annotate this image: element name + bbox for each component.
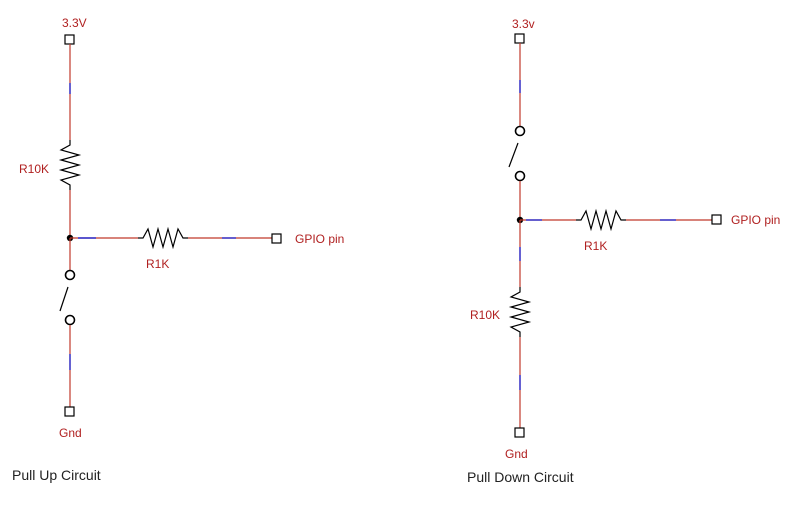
pull-up-switch-contact-bottom [64,314,76,326]
pull-up-supply-label: 3.3V [62,16,87,30]
pull-up-resistor-1k-label: R1K [146,257,169,271]
pull-down-supply-terminal [514,33,525,44]
pull-up-ground-terminal [64,406,75,417]
pull-down-ground-terminal [514,427,525,438]
pull-down-resistor-10k [508,287,532,337]
pull-down-switch-blade [508,142,519,168]
pull-up-resistor-10k-label: R10K [19,162,49,176]
pull-up-caption: Pull Up Circuit [12,467,101,483]
pull-down-resistor-1k-label: R1K [584,239,607,253]
pull-up-supply-terminal [64,34,75,45]
pull-down-resistor-10k-label: R10K [470,308,500,322]
pull-up-switch-blade [59,286,69,312]
pull-up-ground-label: Gnd [59,426,82,440]
pull-down-switch-contact-bottom [514,170,526,182]
pull-up-gpio-terminal [271,233,282,244]
pull-down-supply-label: 3.3v [512,17,535,31]
pull-up-resistor-1k [138,226,188,250]
pull-down-circuit: 3.3v R1K GPIO pin R10K [467,17,780,485]
pull-up-switch-contact-top [64,269,76,281]
pull-down-caption: Pull Down Circuit [467,469,574,485]
pull-down-ground-label: Gnd [505,447,528,461]
pull-down-gpio-terminal [711,214,722,225]
pull-down-resistor-1k [576,208,626,232]
pull-up-resistor-10k [58,140,82,190]
pull-up-circuit: 3.3V R10K R1K GPIO pin [12,16,344,483]
pull-down-gpio-label: GPIO pin [731,213,780,227]
pull-down-switch-contact-top [514,125,526,137]
pull-up-gpio-label: GPIO pin [295,232,344,246]
